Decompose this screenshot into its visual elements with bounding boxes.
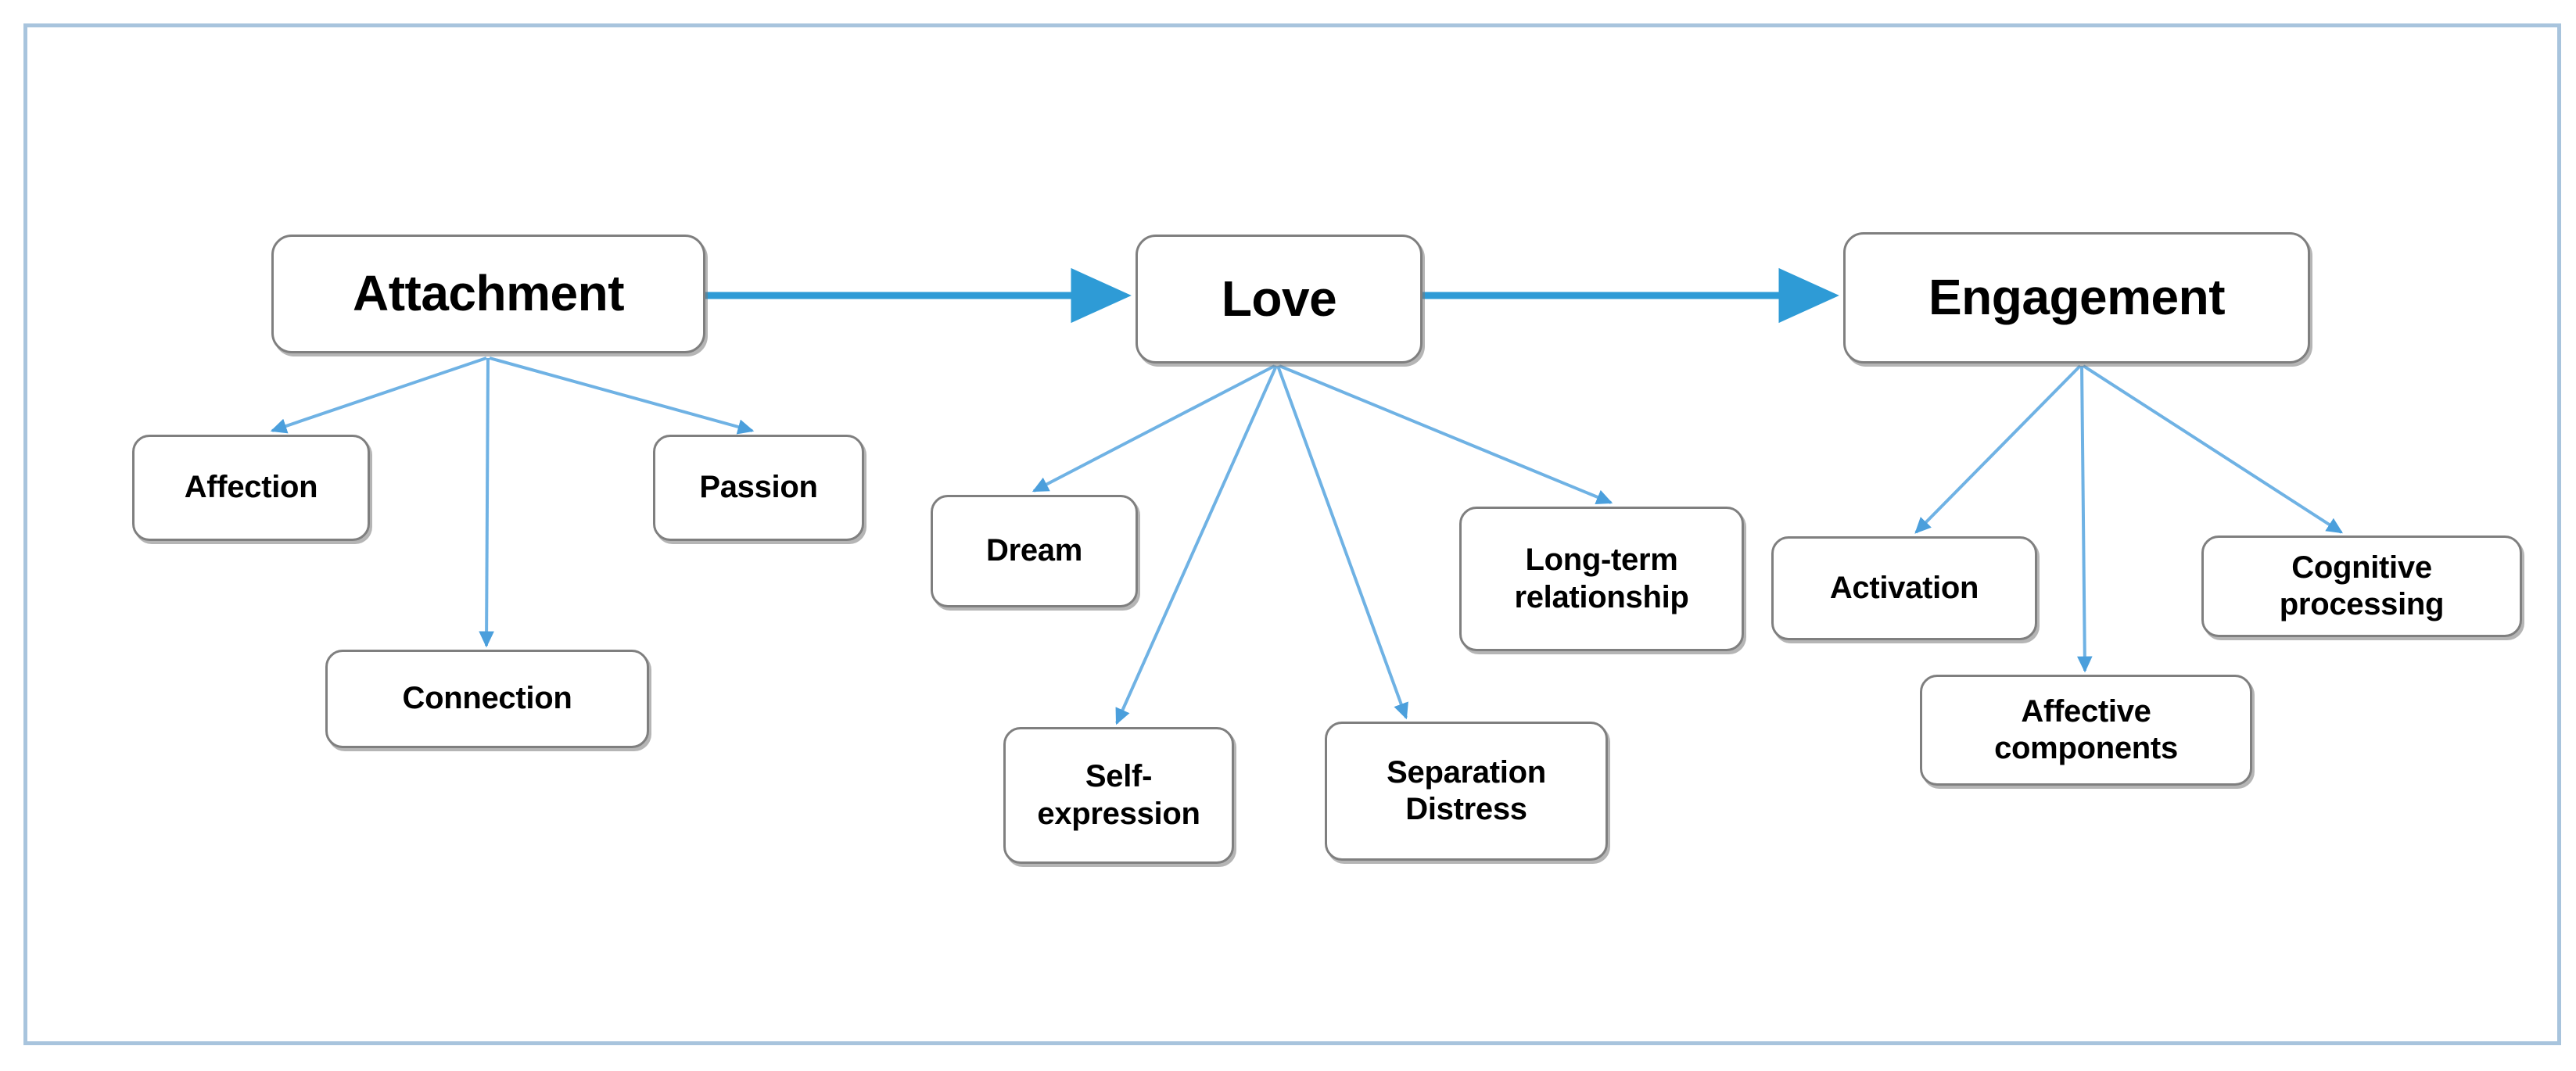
node-engagement-label: Engagement xyxy=(1928,269,2226,326)
edge-engagement-to-affective-components xyxy=(2077,365,2093,673)
node-connection[interactable]: Connection xyxy=(325,650,649,748)
edge-attachment-to-connection xyxy=(479,357,494,648)
node-activation-label: Activation xyxy=(1829,570,1979,605)
node-affective-components[interactable]: Affective components xyxy=(1920,675,2252,786)
node-dream[interactable]: Dream xyxy=(931,495,1138,607)
node-affection[interactable]: Affection xyxy=(132,435,370,541)
node-activation[interactable]: Activation xyxy=(1771,536,2037,640)
edge-attachment-to-affection xyxy=(270,356,487,434)
edge-love-to-self-expression xyxy=(1115,365,1278,725)
node-affective-components-label: Affective components xyxy=(1994,693,2178,765)
edge-love-to-dream xyxy=(1031,364,1275,493)
edge-engagement-to-cognitive-processing xyxy=(2082,364,2344,534)
node-passion-label: Passion xyxy=(699,470,818,505)
node-self-expression[interactable]: Self-expression xyxy=(1003,727,1234,864)
node-attachment-label: Attachment xyxy=(352,265,625,322)
node-connection-label: Connection xyxy=(402,681,572,716)
node-affection-label: Affection xyxy=(184,470,318,505)
node-engagement[interactable]: Engagement xyxy=(1843,232,2310,364)
edge-love-to-long-term-relationship xyxy=(1279,364,1613,505)
edge-attachment-to-passion xyxy=(489,356,755,435)
node-love[interactable]: Love xyxy=(1136,235,1423,364)
node-love-label: Love xyxy=(1221,270,1337,327)
node-long-term-relationship-label: Long-term relationship xyxy=(1514,543,1689,614)
edge-love-to-separation-distress xyxy=(1276,365,1408,720)
node-passion[interactable]: Passion xyxy=(653,435,864,541)
diagram-frame: Attachment Love Engagement Affection Con… xyxy=(23,23,2561,1045)
node-separation-distress-label: Separation Distress xyxy=(1387,754,1546,826)
node-attachment[interactable]: Attachment xyxy=(271,235,705,353)
node-cognitive-processing-label: Cognitive processing xyxy=(2279,550,2445,621)
node-separation-distress[interactable]: Separation Distress xyxy=(1325,722,1608,861)
node-self-expression-label: Self-expression xyxy=(1037,759,1200,831)
edge-engagement-to-activation xyxy=(1914,364,2082,534)
node-dream-label: Dream xyxy=(985,533,1082,568)
node-cognitive-processing[interactable]: Cognitive processing xyxy=(2201,536,2522,637)
node-long-term-relationship[interactable]: Long-term relationship xyxy=(1459,507,1744,651)
